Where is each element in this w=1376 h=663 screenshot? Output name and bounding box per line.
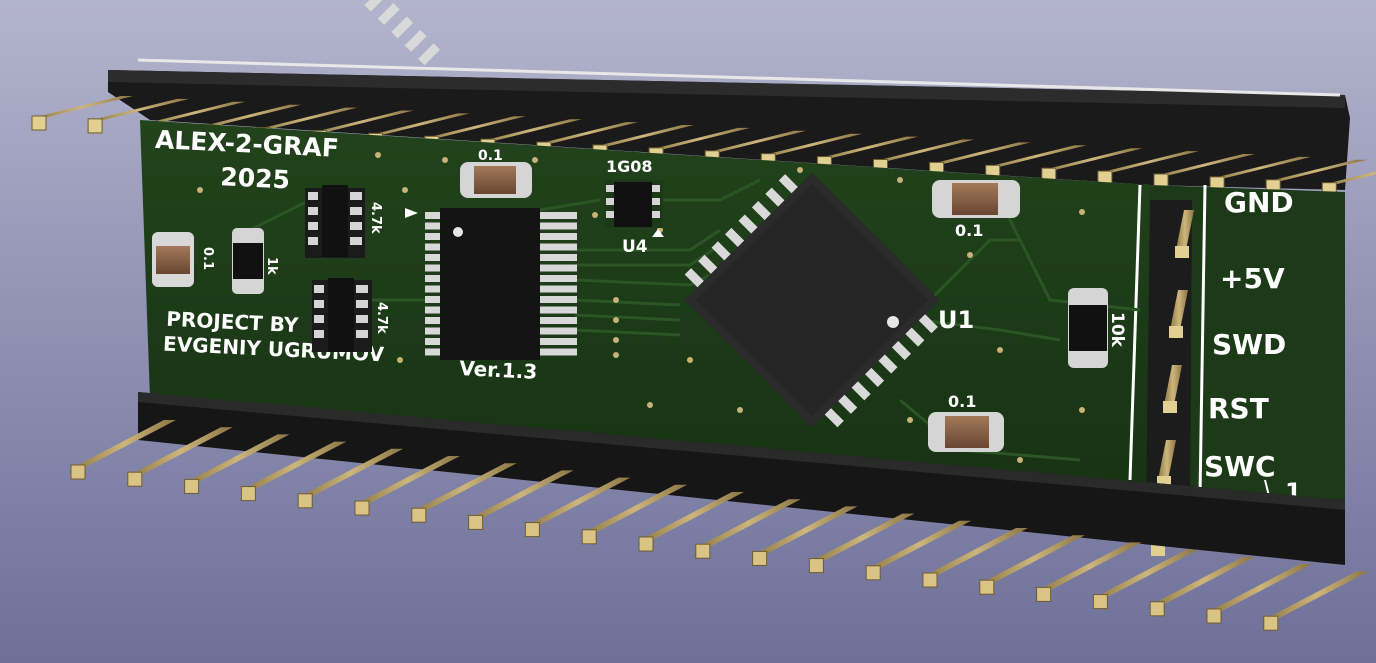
c-top-value: 0.1 <box>478 148 503 164</box>
c-right-top-value: 0.1 <box>955 221 983 240</box>
capacitor-c-right-bottom: 0.1 <box>928 392 1004 452</box>
pin-label-gnd: GND <box>1224 186 1294 219</box>
resistor-network-bottom: 4.7k <box>312 278 389 352</box>
c-right-bottom-value: 0.1 <box>948 392 976 411</box>
version-label: Ver.1.3 <box>459 356 538 384</box>
r-left-value: 1k <box>264 257 279 275</box>
rn-top-value: 4.7k <box>368 202 383 234</box>
board-title-line2: 2025 <box>220 162 291 194</box>
resistor-network-top: 4.7k <box>305 185 383 258</box>
bottom-pin-header <box>138 392 1345 565</box>
rn-bottom-value: 4.7k <box>374 302 389 334</box>
pin-label-5v: +5V <box>1220 262 1285 295</box>
pcb-board <box>137 58 1345 525</box>
u1-microcontroller: U1 <box>364 0 974 428</box>
resistor-r-right: 10k <box>1068 288 1127 368</box>
soic-chip <box>405 208 577 360</box>
c-left-value: 0.1 <box>200 247 215 270</box>
pin-label-rst: RST <box>1208 392 1269 425</box>
pin-label-swd: SWD <box>1212 328 1286 361</box>
u4-logic-gate: 1G08 U4 <box>605 157 664 257</box>
u1-ref: U1 <box>938 306 974 334</box>
bottom-header-pins <box>70 420 1369 631</box>
resistor-r-left: 1k <box>232 228 279 294</box>
capacitor-c-right-top: 0.1 <box>932 180 1020 240</box>
u4-part: 1G08 <box>606 157 653 176</box>
r-right-value: 10k <box>1107 312 1127 348</box>
capacitor-c-top: 0.1 <box>460 148 532 198</box>
programming-header-labels: GND +5V SWD RST SWC 1 <box>1204 186 1302 506</box>
u4-ref: U4 <box>622 237 648 257</box>
capacitor-c-left: 0.1 <box>152 232 215 287</box>
pin-label-swc: SWC <box>1204 450 1276 483</box>
top-pin-header <box>108 70 1350 190</box>
programming-pin-header <box>1146 200 1194 556</box>
